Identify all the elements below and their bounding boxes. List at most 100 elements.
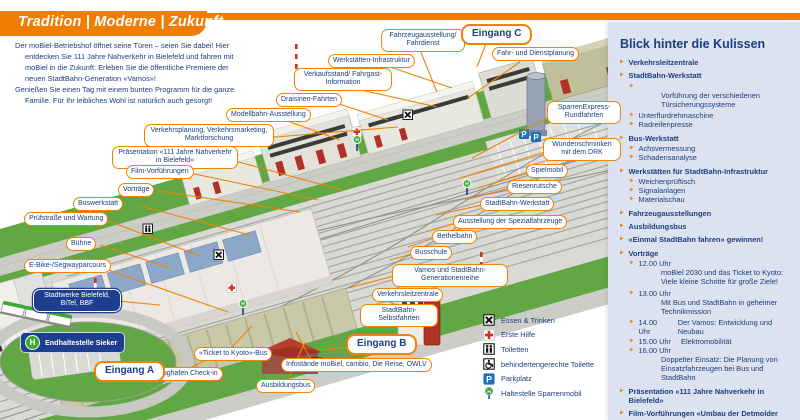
entrance-b-label: Eingang B	[346, 334, 418, 355]
sidebar-item: ►Radreifenpresse	[629, 120, 693, 130]
map-callout: StadtBahn-Selbstfahrten	[360, 304, 438, 327]
arrow-icon: ►	[629, 319, 635, 326]
map-callout: Verkehrsleitzentrale	[372, 288, 444, 302]
intro-paragraph: Der moBiel-Betriebshof öffnet seine Türe…	[15, 41, 234, 83]
arrow-icon: ►	[629, 289, 635, 296]
sidebar-item: ►Achsvermessung	[629, 144, 696, 153]
map-callout: Vorträge	[118, 183, 155, 197]
arrow-icon: ►	[619, 167, 625, 174]
striped-mast	[295, 44, 298, 69]
sidebar-item: ►Schadensanalyse	[629, 153, 697, 163]
sidebar-item: ►13.00 Uhr	[629, 288, 672, 298]
entrance-a-label: Eingang A	[94, 361, 166, 382]
map-callout: Werkstätten-Infrastruktur	[328, 54, 415, 68]
arrow-icon: ►	[619, 222, 625, 229]
map-callout: StadtBahn-Werkstatt	[480, 197, 555, 211]
arrow-icon: ►	[629, 259, 635, 266]
legend-row: Toiletten	[483, 342, 594, 357]
sidebar-item: ►Signalanlagen	[629, 186, 686, 195]
header-strip	[0, 13, 800, 20]
sidebar-item: ►Weichenprüftisch	[629, 176, 696, 186]
stadtwerke-label: Stadtwerke Bielefeld, BiTel, BBF	[33, 289, 121, 312]
arrow-icon: ►	[629, 154, 635, 161]
sidebar-behind-the-scenes: Blick hinter die Kulissen ►Verkehrsleitz…	[608, 22, 800, 420]
sidebar-item: ►Ausbildungsbus	[619, 221, 687, 231]
callout-leader-lines	[99, 40, 550, 380]
map-legend: Essen & Trinken Erste Hilfe Toiletten	[483, 313, 594, 401]
intro-text: Der moBiel-Betriebshof öffnet seine Türe…	[15, 41, 239, 107]
legend-row: P Parkplatz	[483, 371, 594, 386]
sidebar-title: Blick hinter die Kulissen	[620, 37, 766, 51]
accessible-wc-icon	[483, 358, 495, 370]
arrow-icon: ►	[629, 196, 635, 203]
legend-row: Erste Hilfe	[483, 328, 594, 343]
arrow-icon: ►	[619, 387, 625, 394]
map-callout: SparrenExpress-Rundfahrten	[547, 101, 621, 124]
wc-icon	[483, 343, 495, 356]
map-callout: Busschule	[410, 246, 453, 260]
arrow-icon: ►	[619, 134, 625, 141]
map-callout: Fahrzeugausstellung/ Fahrdienst	[381, 29, 465, 52]
arrow-icon: ►	[629, 145, 635, 151]
map-callout: Prüfstraße und Wartung	[24, 212, 109, 226]
silo-tower	[525, 72, 547, 136]
sidebar-item: ►Vorträge	[619, 248, 659, 258]
sidebar-item-desc: Mit Bus und StadtBahn in geheimer Techni…	[661, 297, 778, 316]
arrow-icon: ►	[619, 59, 625, 65]
svg-text:P: P	[533, 133, 539, 142]
sidebar-item: ►Fahrzeugausstellungen	[619, 208, 712, 218]
sidebar-item-desc: Vorführung der verschiedenen Türsicherun…	[661, 90, 761, 109]
arrow-icon: ►	[619, 410, 625, 417]
map-callout: Buswerkstatt	[73, 197, 124, 211]
arrow-icon: ►	[629, 346, 635, 353]
sidebar-item: ►«Einmal StadtBahn fahren» gewinnen!	[619, 235, 764, 245]
sidebar-item: ►Unterflurdrehmaschine	[629, 111, 714, 121]
first-aid-icon	[226, 282, 237, 293]
sidebar-item: ►Werkstätten für StadtBahn-Infrastruktur	[619, 166, 769, 176]
arrow-icon: ►	[629, 187, 635, 193]
arrow-icon: ►	[619, 72, 625, 79]
map-callout: «Ticket to Kyoto»-Bus	[194, 347, 273, 361]
food-icon	[483, 314, 495, 327]
map-callout: Fahr- und Dienstplanung	[492, 47, 580, 61]
sidebar-item: ►Materialschau	[629, 195, 685, 205]
map-callout: Modellbahn-Ausstellung	[226, 108, 311, 122]
map-callout: Spielmobil	[526, 164, 569, 178]
sidebar-item: ►Präsentation «111 Jahre Nahverkehr in B…	[619, 386, 765, 405]
sidebar-item: ►Verkehrsleitzentrale	[619, 58, 699, 67]
map-callout: Draisinen-Fahrten	[276, 93, 343, 107]
map-callout: Ausbildungsbus	[256, 379, 316, 393]
page-title: Tradition | Moderne | Zukunft	[18, 14, 224, 30]
map-callout: Bethelbahn	[432, 230, 478, 244]
sidebar-item: ►	[629, 82, 788, 91]
map-callout: Film-Vorführungen	[126, 165, 194, 179]
arrow-icon: ►	[629, 82, 635, 89]
parking-icon: P	[483, 373, 495, 385]
map-callout: E-Bike-/Segwayparcours	[24, 259, 112, 273]
stop-sign-icon: H	[484, 387, 494, 400]
wc-icon	[142, 223, 153, 234]
sidebar-item: ►StadtBahn-Werkstatt	[619, 71, 702, 81]
arrow-icon: ►	[629, 337, 635, 344]
arrow-icon: ►	[619, 236, 625, 243]
svg-text:P: P	[486, 374, 492, 384]
arrow-icon: ►	[619, 249, 625, 256]
sidebar-item: ►16.00 Uhr	[629, 345, 672, 355]
haltestelle-h-icon: H	[25, 335, 40, 350]
food-icon	[402, 109, 414, 121]
svg-text:P: P	[521, 130, 527, 139]
first-aid-icon	[483, 329, 495, 341]
food-icon	[213, 249, 225, 261]
sidebar-item-desc: moBiel 2030 und das Ticket to Kyoto: Vie…	[661, 268, 784, 287]
map-callout: Riesenrutsche	[507, 180, 562, 194]
arrow-icon: ►	[619, 209, 625, 216]
map-callout: Bühne	[66, 237, 97, 251]
header-tab	[0, 11, 207, 36]
intro-paragraph: Genießen Sie einen Tag mit einem bunten …	[15, 84, 235, 105]
sidebar-item: ►Bus-Werkstatt	[619, 133, 679, 143]
svg-text:H: H	[487, 389, 491, 395]
map-callout: Verkaufsstand/ Fahrgast-Information	[294, 68, 392, 91]
map-callout: Wundenschminken mit dem DRK	[543, 138, 621, 161]
